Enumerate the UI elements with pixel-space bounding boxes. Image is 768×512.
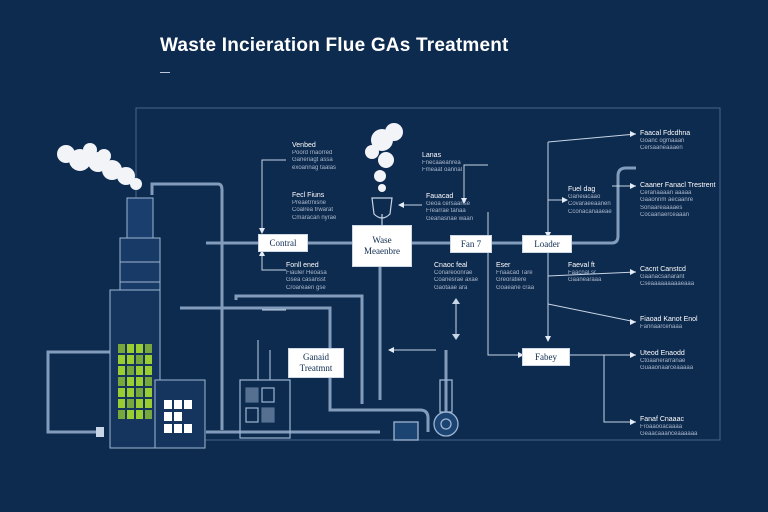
stack-window — [136, 377, 143, 386]
scrubber-vessel — [371, 197, 393, 226]
inner-loop-pipe — [234, 294, 364, 404]
stack-window-white — [174, 400, 182, 409]
left-return-pipe — [46, 350, 110, 434]
pipe-network — [46, 166, 636, 434]
stack-window — [136, 344, 143, 353]
stack-window — [118, 410, 125, 419]
stack-window — [118, 388, 125, 397]
stack-window — [127, 388, 134, 397]
stack-window-white — [184, 424, 192, 433]
control-box: Contral — [258, 234, 308, 252]
stack-window — [127, 377, 134, 386]
stack-window — [127, 366, 134, 375]
stack-windows-white — [164, 400, 192, 433]
stack-window — [127, 344, 134, 353]
stack-window — [118, 355, 125, 364]
pump-assembly — [393, 298, 460, 441]
fan-box: Fan 7 — [450, 235, 492, 253]
note-fiaoad: Fiaoad Kanot Enol Fannaarcenaaa — [640, 316, 698, 330]
loader-box: Loader — [522, 235, 572, 253]
mid-loop-pipe — [180, 306, 430, 432]
stack-window — [127, 355, 134, 364]
stack-window — [118, 399, 125, 408]
scrubber-smoke — [365, 123, 403, 192]
stack-window — [136, 399, 143, 408]
title-underline — [160, 72, 170, 73]
stack-window — [127, 410, 134, 419]
stack-window — [145, 355, 152, 364]
note-caaner: Caaner Fanacl Trestrent Ceranaaaan aaaaa… — [640, 182, 716, 218]
main-header-pipe — [206, 166, 636, 245]
stack-window-white — [174, 412, 182, 421]
stack-window — [145, 344, 152, 353]
stack-window-white — [164, 400, 172, 409]
incinerator-stack — [109, 197, 206, 449]
stack-window-white — [164, 424, 172, 433]
stack-window — [118, 344, 125, 353]
stack-window — [136, 388, 143, 397]
flow-arrows — [259, 131, 636, 425]
stack-window — [145, 388, 152, 397]
treatment-unit — [239, 340, 291, 439]
filter-box: Fabey — [522, 348, 570, 366]
stack-window — [145, 410, 152, 419]
stack-window — [145, 377, 152, 386]
stack-window — [118, 377, 125, 386]
stack-window-white — [184, 400, 192, 409]
stack-window — [145, 399, 152, 408]
stack-top-pipe — [150, 182, 224, 430]
stack-smoke — [57, 143, 142, 190]
stack-window — [118, 366, 125, 375]
post-treatment-box: Ganaid Treatmnt — [288, 348, 344, 378]
stack-window-white — [174, 424, 182, 433]
waste-treatment-box: Wase Meaenbre — [352, 225, 412, 267]
connector-lines — [261, 133, 637, 423]
stack-window — [145, 366, 152, 375]
stack-windows — [118, 344, 152, 419]
diagram-title: Waste Incieration Flue GAs Treatment — [160, 35, 509, 56]
stack-window — [127, 399, 134, 408]
stack-window — [136, 366, 143, 375]
stack-window — [136, 355, 143, 364]
stack-window — [136, 410, 143, 419]
stack-window-white — [164, 412, 172, 421]
valve-left — [96, 427, 104, 437]
